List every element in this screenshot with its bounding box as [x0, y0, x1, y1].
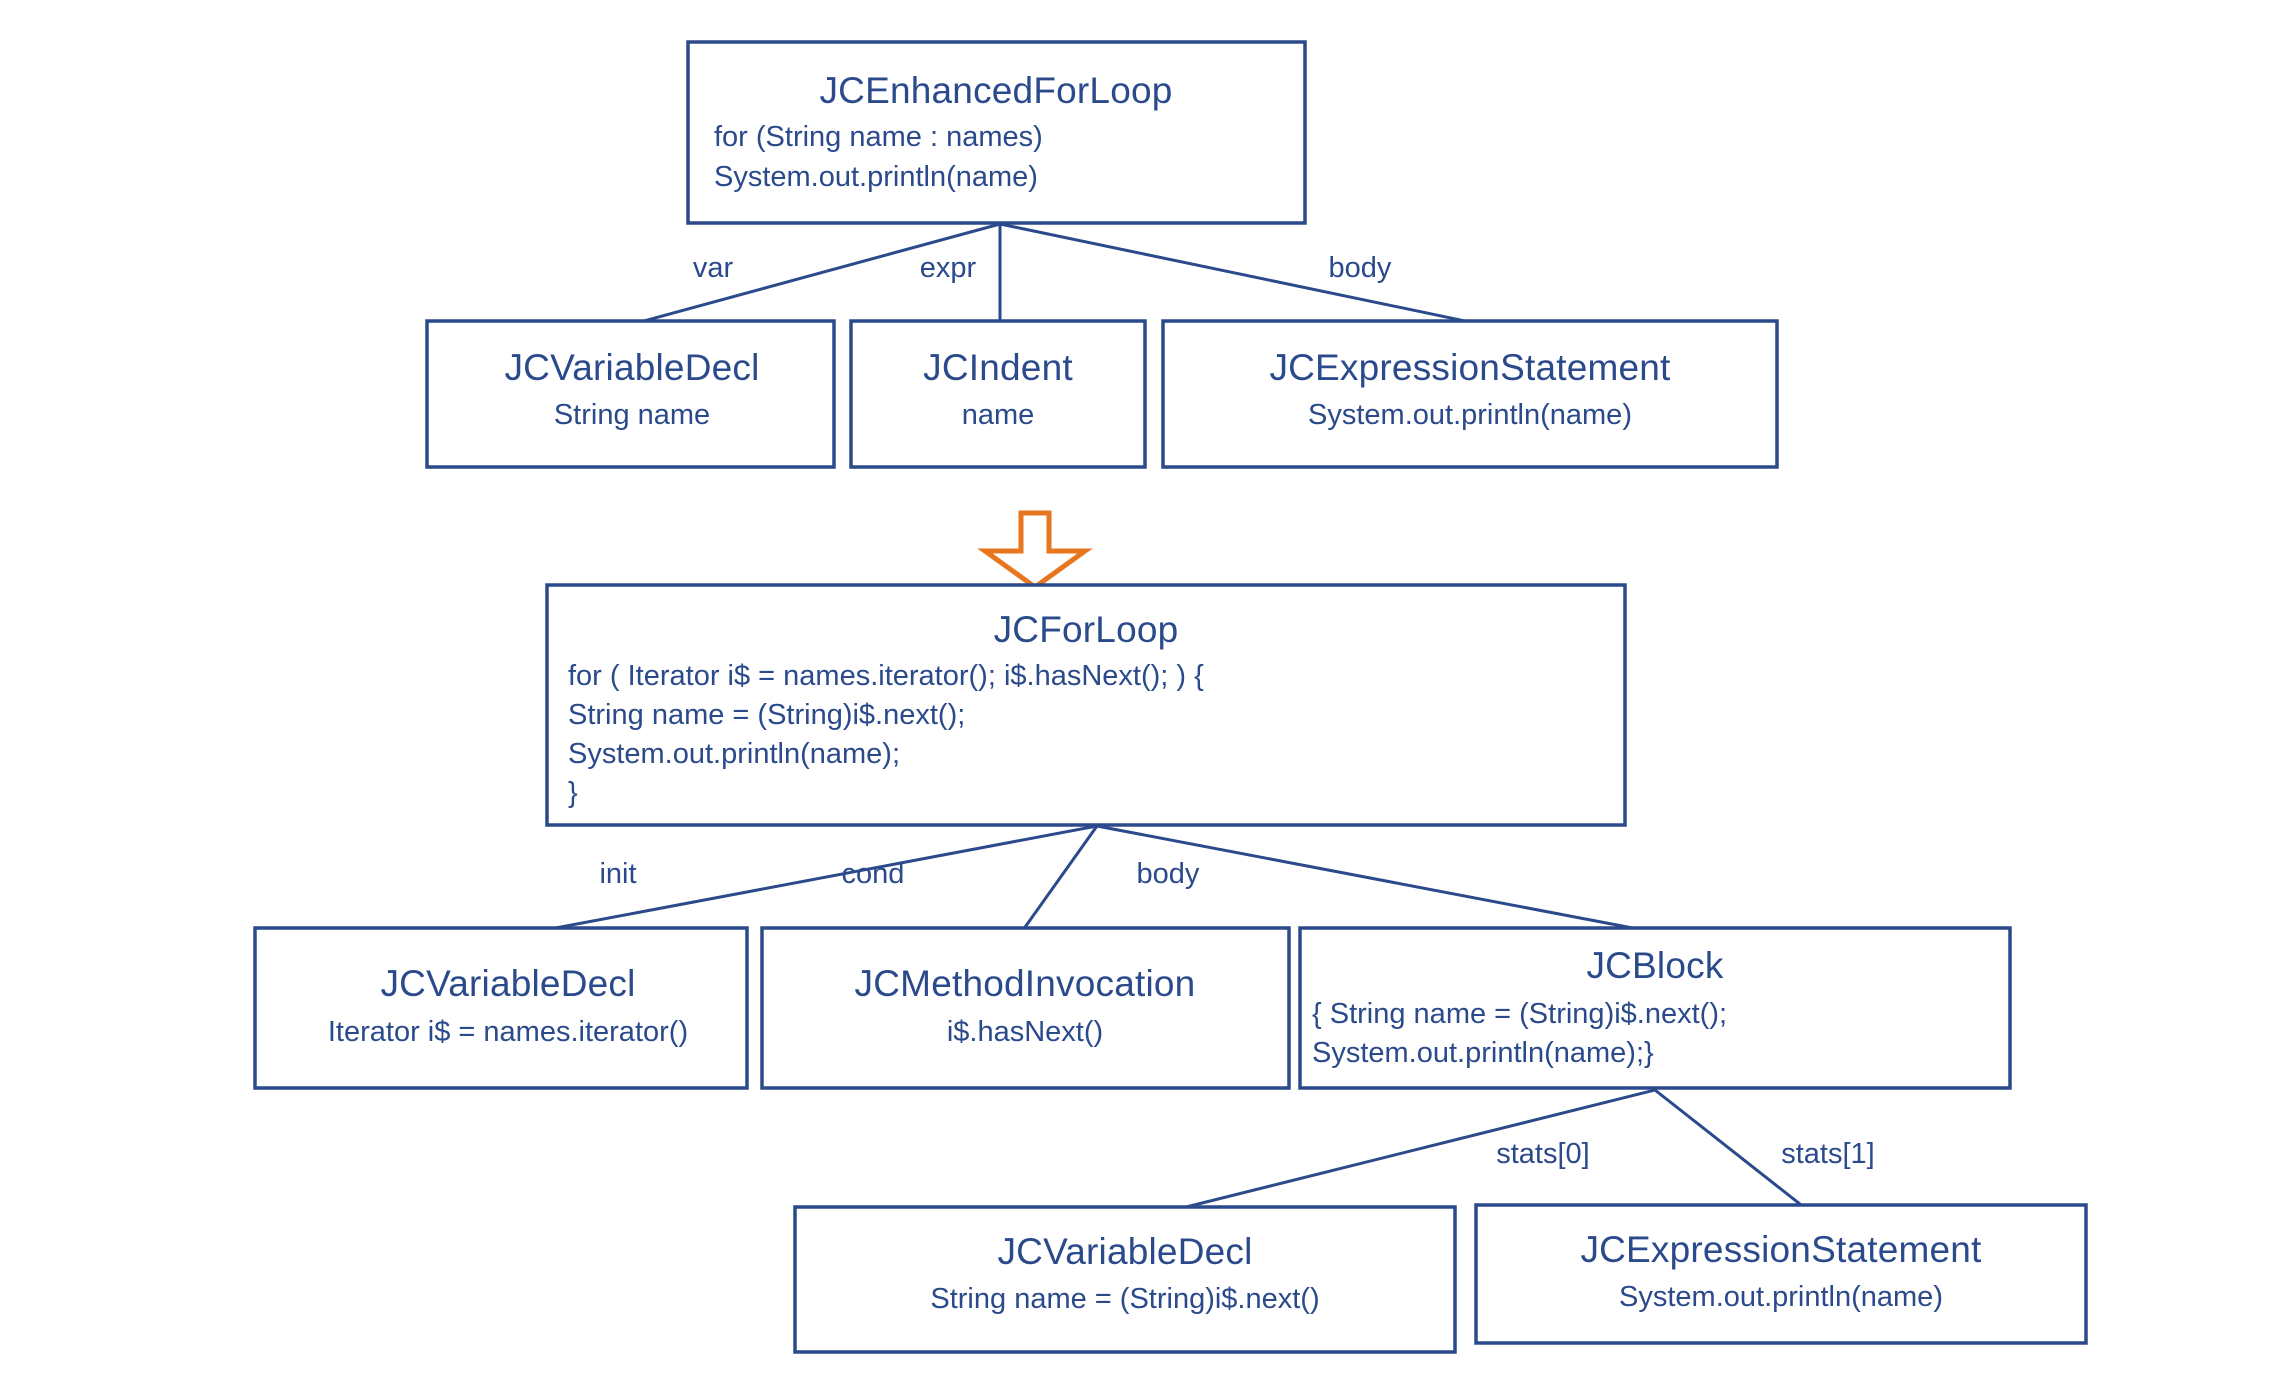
edge-var [638, 222, 1002, 324]
node-jcvariabledecl-var[interactable]: JCVariableDecl String name [425, 319, 836, 469]
node-jcvariabledecl-init-title: JCVariableDecl [380, 963, 635, 1004]
node-jcexpressionstatement-stats1[interactable]: JCExpressionStatement System.out.println… [1474, 1203, 2088, 1345]
node-jcmethodinvocation[interactable]: JCMethodInvocation i$.hasNext() [760, 926, 1291, 1090]
node-jcmethodinvocation-code: i$.hasNext() [947, 1016, 1103, 1048]
edge-label-stats0: stats[0] [1496, 1138, 1590, 1170]
upper-tree-edges [638, 222, 1472, 324]
node-jcexpressionstatement-stats1-box[interactable] [1474, 1203, 2088, 1345]
node-jcblock-code-0: { String name = (String)i$.next(); [1312, 998, 1727, 1030]
node-jcforloop-box[interactable] [545, 583, 1627, 827]
edge-body-upper [998, 222, 1472, 324]
node-jcvariabledecl-init[interactable]: JCVariableDecl Iterator i$ = names.itera… [253, 926, 749, 1090]
node-jcexpressionstatement-body-box[interactable] [1161, 319, 1779, 469]
node-jcforloop-code-0: for ( Iterator i$ = names.iterator(); i$… [568, 660, 1204, 692]
edge-label-body-upper: body [1329, 252, 1392, 284]
node-jcindent-code: name [962, 399, 1035, 431]
node-jcindent[interactable]: JCIndent name [849, 319, 1147, 469]
node-jcvariabledecl-var-code: String name [554, 399, 710, 431]
node-jcvariabledecl-init-code: Iterator i$ = names.iterator() [328, 1016, 688, 1048]
down-arrow-icon [977, 510, 1093, 591]
node-jcmethodinvocation-title: JCMethodInvocation [855, 963, 1196, 1004]
jcblock-child-edges [1180, 1087, 1808, 1211]
edge-label-cond: cond [842, 858, 905, 890]
edge-cond [1020, 823, 1100, 933]
edge-body-lower [1095, 824, 1645, 932]
node-jcblock-title: JCBlock [1586, 945, 1723, 986]
node-jcenhancedforloop-code-0: for (String name : names) [714, 121, 1043, 153]
edge-label-init: init [599, 858, 636, 890]
node-jcforloop[interactable]: JCForLoop for ( Iterator i$ = names.iter… [545, 583, 1627, 827]
node-jcenhancedforloop-code-1: System.out.println(name) [714, 161, 1038, 193]
node-jcindent-title: JCIndent [923, 347, 1073, 388]
edge-stats0 [1180, 1088, 1657, 1210]
node-jcforloop-code-1: String name = (String)i$.next(); [568, 699, 965, 731]
node-jcblock-box[interactable] [1298, 926, 2012, 1090]
node-jcexpressionstatement-body-code: System.out.println(name) [1308, 399, 1632, 431]
node-jcenhancedforloop-box[interactable] [686, 40, 1307, 225]
node-jcvariabledecl-stats0-box[interactable] [793, 1205, 1457, 1354]
edge-stats1 [1652, 1087, 1808, 1211]
node-jcexpressionstatement-stats1-code: System.out.println(name) [1619, 1281, 1943, 1313]
node-jcvariabledecl-stats0-title: JCVariableDecl [997, 1231, 1252, 1272]
node-jcindent-box[interactable] [849, 319, 1147, 469]
node-jcvariabledecl-stats0[interactable]: JCVariableDecl String name = (String)i$.… [793, 1205, 1457, 1354]
node-jcvariabledecl-var-title: JCVariableDecl [504, 347, 759, 388]
node-jcvariabledecl-init-box[interactable] [253, 926, 749, 1090]
node-jcforloop-code-2: System.out.println(name); [568, 738, 900, 770]
lower-tree-edges [543, 823, 1645, 933]
node-jcforloop-title: JCForLoop [994, 609, 1179, 650]
node-jcvariabledecl-stats0-code: String name = (String)i$.next() [930, 1283, 1319, 1315]
edge-init [543, 824, 1099, 932]
node-jcvariabledecl-var-box[interactable] [425, 319, 836, 469]
edge-label-expr: expr [920, 252, 977, 284]
node-jcforloop-code-3: } [568, 777, 578, 809]
node-jcenhancedforloop-title: JCEnhancedForLoop [819, 70, 1172, 111]
edge-label-var: var [693, 252, 734, 284]
down-arrow-icon-shape [977, 510, 1093, 591]
node-jcblock-code-1: System.out.println(name);} [1312, 1037, 1654, 1069]
node-jcmethodinvocation-box[interactable] [760, 926, 1291, 1090]
node-jcexpressionstatement-stats1-title: JCExpressionStatement [1580, 1229, 1982, 1270]
node-jcenhancedforloop[interactable]: JCEnhancedForLoop for (String name : nam… [686, 40, 1307, 225]
node-jcexpressionstatement-body[interactable]: JCExpressionStatement System.out.println… [1161, 319, 1779, 469]
node-jcblock[interactable]: JCBlock { String name = (String)i$.next(… [1298, 926, 2012, 1090]
edge-label-body-lower: body [1137, 858, 1200, 890]
edge-label-stats1: stats[1] [1781, 1138, 1875, 1170]
node-jcexpressionstatement-body-title: JCExpressionStatement [1269, 347, 1671, 388]
